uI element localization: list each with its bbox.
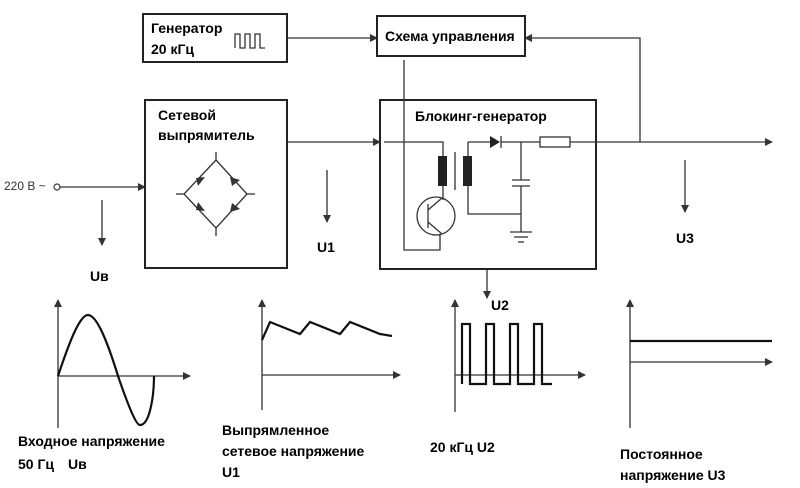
signal-label-u2: U2 <box>491 297 509 313</box>
caption-dc-line2: напряжение U3 <box>620 467 726 483</box>
waveform-dc <box>626 299 773 428</box>
caption-input-line2b: Uв <box>68 456 87 472</box>
diode-icon <box>490 136 502 148</box>
caption-input-line2a: 50 Гц <box>18 456 54 472</box>
caption-rectified-line3: U1 <box>222 464 240 480</box>
caption-rectified-line1: Выпрямленное <box>222 422 329 438</box>
transformer-icon <box>438 152 472 190</box>
generator-label-line1: Генератор <box>151 20 222 36</box>
resistor-icon <box>539 136 571 148</box>
caption-dc-line1: Постоянное <box>620 446 703 462</box>
input-voltage-label: 220 В ~ <box>4 179 46 193</box>
diode-bridge-icon <box>176 152 255 236</box>
capacitor-icon <box>512 179 530 187</box>
signal-label-u3: U3 <box>676 230 694 246</box>
rectifier-label-line1: Сетевой <box>158 107 216 123</box>
transistor-icon <box>416 196 456 236</box>
caption-input-line1: Входное напряжение <box>18 433 165 449</box>
waveform-pulses <box>451 299 586 412</box>
rectifier-label-line2: выпрямитель <box>158 127 255 143</box>
generator-wave-icon <box>234 33 265 49</box>
caption-pulses: 20 кГц U2 <box>430 439 495 455</box>
rectifier-block: Сетевой выпрямитель <box>144 99 288 269</box>
blocking-generator-block: Блокинг-генератор <box>379 60 597 270</box>
control-block: Схема управления <box>376 15 526 57</box>
generator-block: Генератор 20 кГц <box>142 13 288 63</box>
signal-label-ub: Uв <box>90 268 109 284</box>
waveform-rectified <box>258 299 401 410</box>
generator-label-line2: 20 кГц <box>151 41 194 57</box>
input-terminal <box>53 183 61 191</box>
caption-rectified-line2: сетевое напряжение <box>222 443 365 459</box>
control-label: Схема управления <box>385 28 515 44</box>
waveform-input <box>54 299 191 428</box>
blocking-label: Блокинг-генератор <box>415 108 547 124</box>
signal-label-u1: U1 <box>317 239 335 255</box>
